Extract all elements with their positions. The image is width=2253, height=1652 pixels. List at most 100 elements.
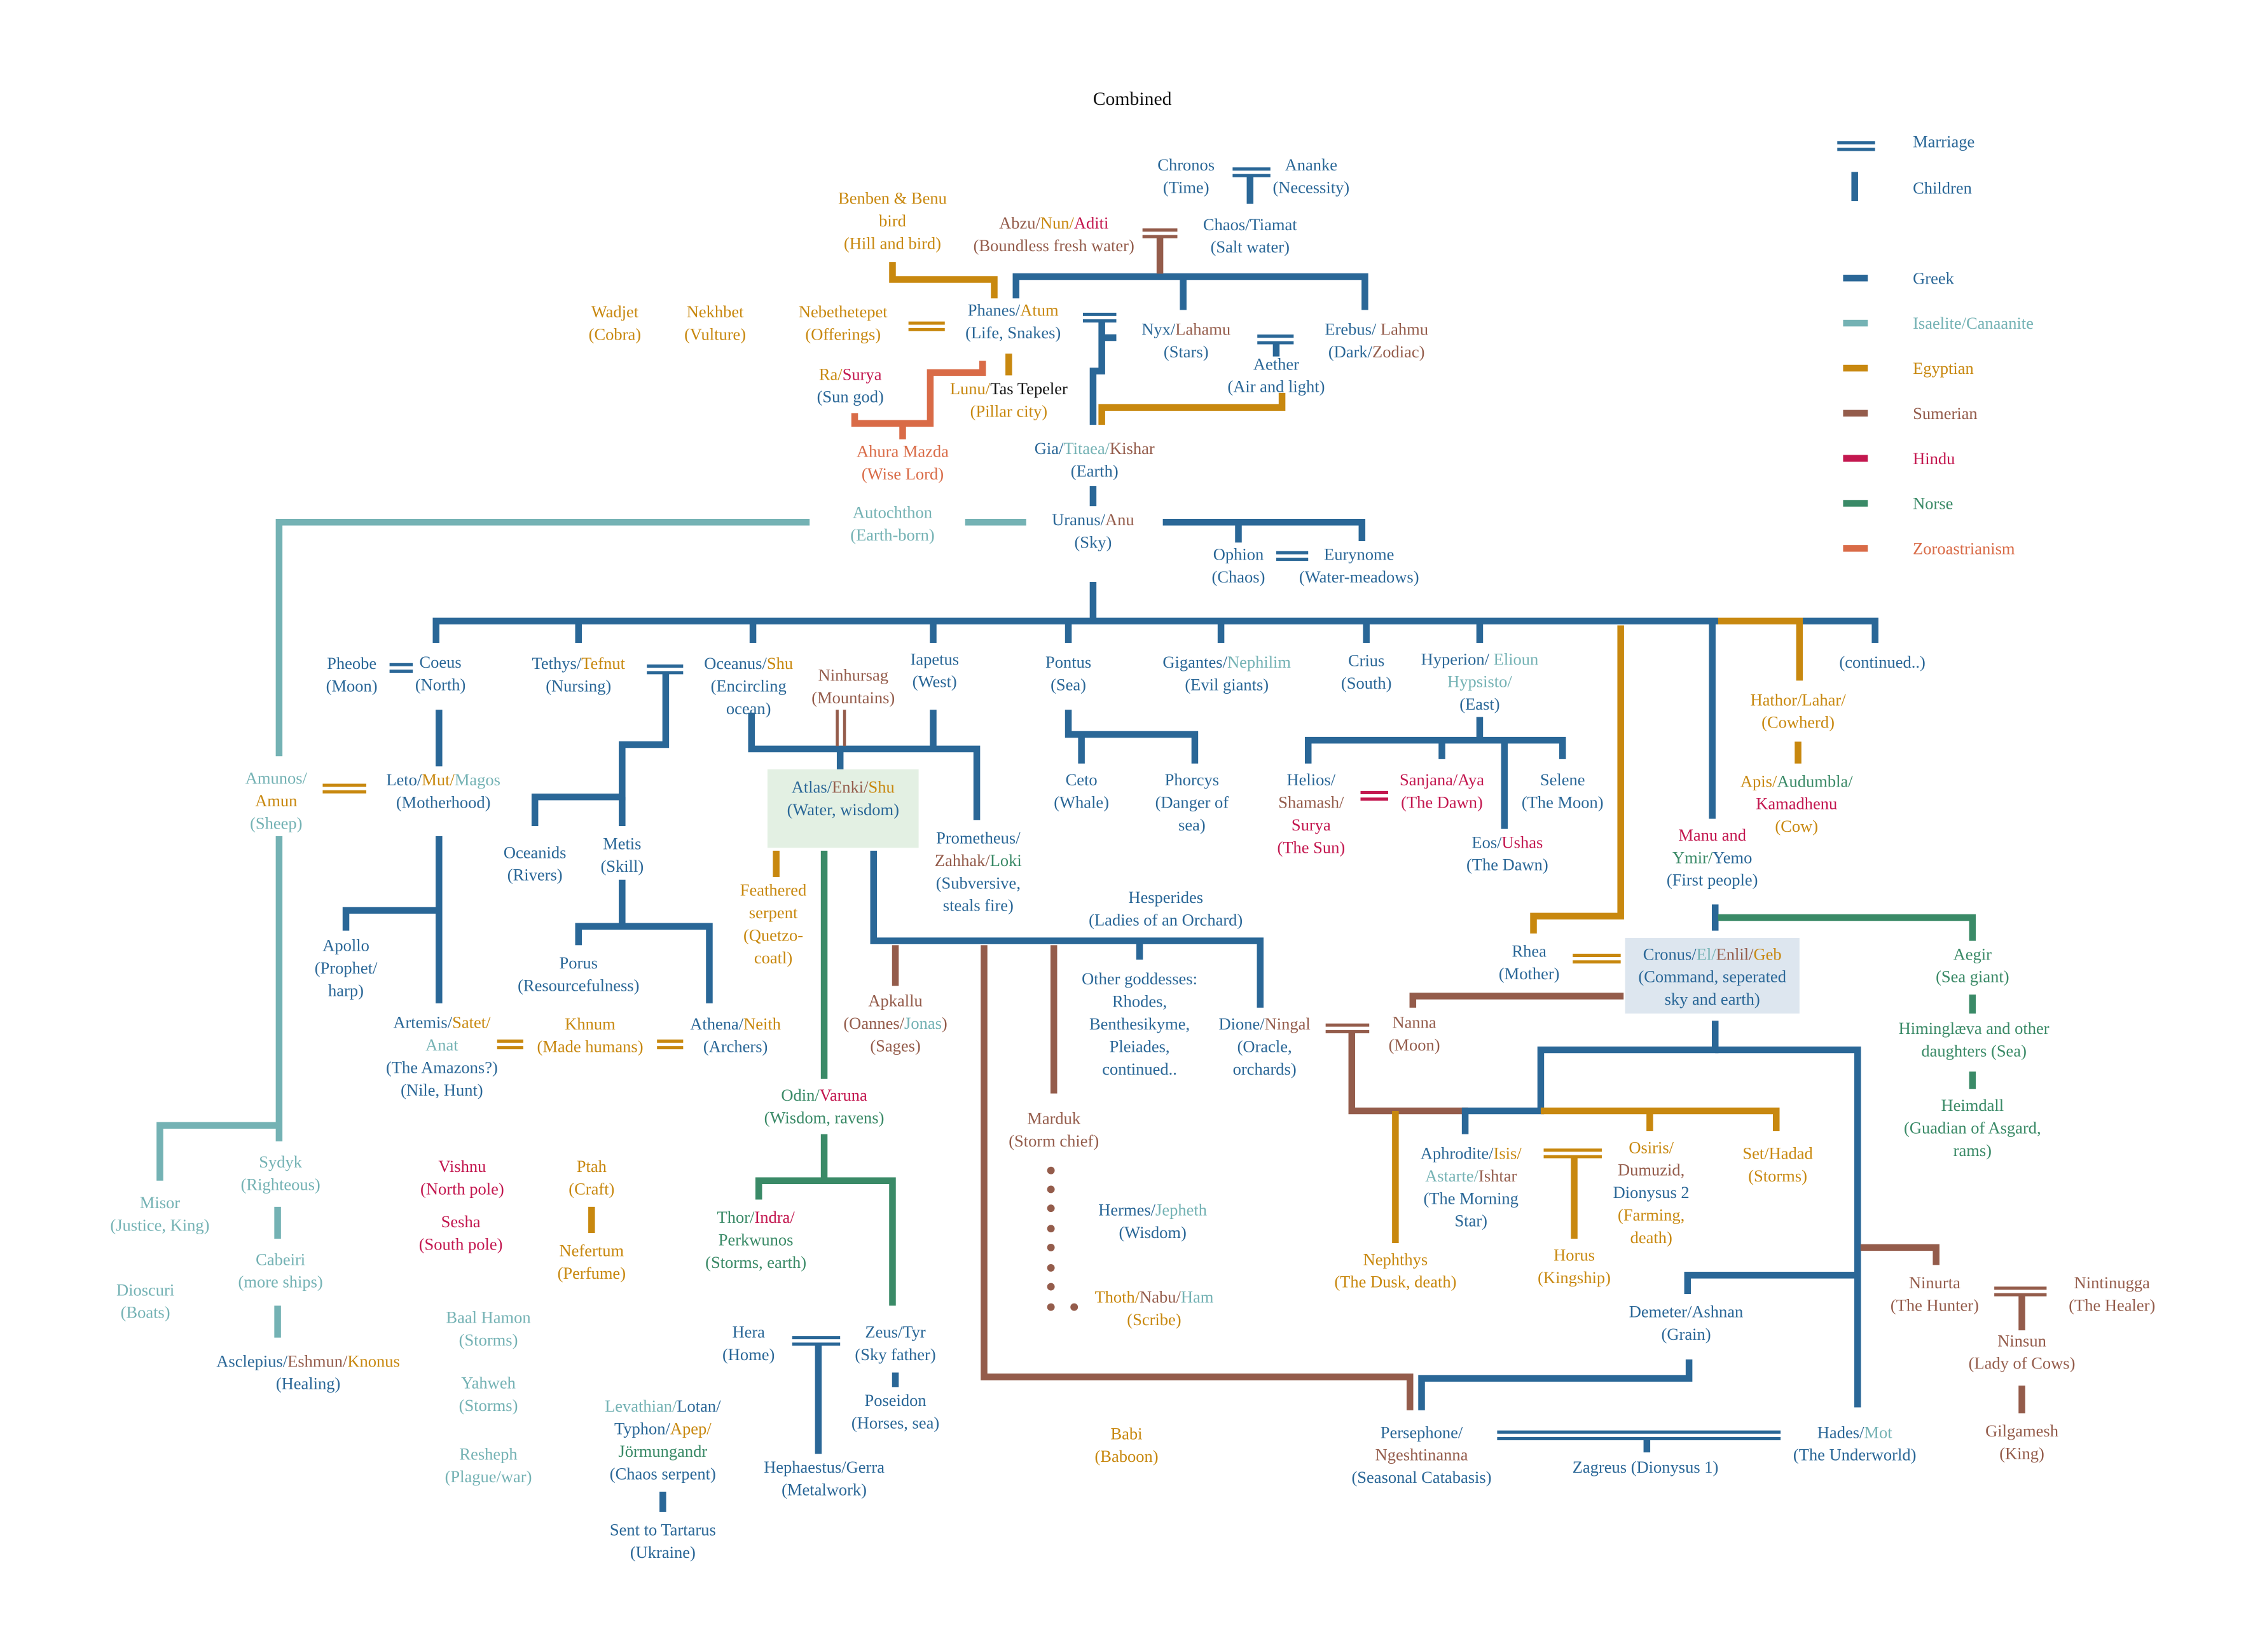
node-label-line: Apis/Audumbla/: [1740, 771, 1853, 790]
name-segment: (Rivers): [507, 865, 563, 885]
node-label-line: Atlas/Enki/Shu: [792, 777, 895, 796]
node-label-line: Hathor/Lahar/: [1750, 690, 1846, 709]
node-label-line: Feathered: [740, 881, 806, 900]
descent-line: [1012, 273, 1368, 310]
name-segment: Varuna: [820, 1085, 867, 1105]
connectors: [156, 167, 2047, 1512]
node-apollo: Apollo(Prophet/harp): [315, 936, 378, 1000]
name-segment: Abzu/: [999, 214, 1040, 233]
name-segment: Ophion: [1213, 545, 1264, 564]
name-segment: Ahura Mazda: [857, 441, 949, 460]
node-label-line: Sent to Tartarus: [610, 1520, 716, 1539]
node-label-line: Ptah: [577, 1157, 607, 1176]
name-segment: Ushas: [1502, 832, 1543, 851]
node-nekhbet: Nekhbet(Vulture): [684, 302, 746, 343]
name-segment: Isis/: [1494, 1143, 1522, 1162]
descent-line: [1860, 1244, 1940, 1265]
node-label-line: (The Moon): [1522, 792, 1604, 811]
name-segment: (Encircling: [711, 677, 787, 696]
name-segment: (Guadian of Asgard,: [1904, 1118, 2041, 1137]
lineage-dot: [1047, 1283, 1055, 1291]
node-label-line: Cronus/El/Enlil/Geb: [1643, 944, 1782, 963]
node-label-line: (Nile, Hunt): [401, 1080, 483, 1099]
name-segment: Coeus: [419, 652, 461, 671]
name-segment: Odin/: [781, 1085, 820, 1105]
name-segment: harp): [328, 981, 364, 1000]
node-label-line: orchards): [1233, 1059, 1297, 1078]
name-segment: Resheph: [459, 1445, 517, 1464]
node-label-line: (Quetzo-: [743, 926, 803, 945]
name-segment: Rhea: [1512, 942, 1547, 961]
node-label-line: sea): [1178, 815, 1206, 834]
node-label-line: Set/Hadad: [1742, 1143, 1812, 1162]
node-label-line: (The Morning: [1424, 1188, 1519, 1208]
name-segment: (The Dawn): [1401, 792, 1483, 811]
name-segment: Nephthys: [1363, 1249, 1428, 1269]
name-segment: (First people): [1667, 871, 1758, 890]
legend: MarriageChildrenGreekIsaelite/CanaaniteE…: [1837, 132, 2034, 558]
name-segment: Phanes/: [968, 301, 1021, 320]
node-label-line: (First people): [1667, 871, 1758, 890]
node-chronos: Chronos(Time): [1157, 155, 1215, 196]
name-segment: (The Morning: [1424, 1188, 1519, 1208]
name-segment: (Resourcefulness): [518, 975, 639, 995]
name-segment: Shu: [767, 654, 793, 673]
name-segment: Aditi: [1074, 214, 1108, 233]
node-helios: Helios/Shamash/Surya(The Sun): [1277, 770, 1345, 857]
node-dione: Dione/Ningal(Oracle,orchards): [1219, 1014, 1311, 1078]
descent-line: [1540, 1107, 1780, 1132]
node-poseidon: Poseidon (Horses, sea): [851, 1391, 939, 1432]
node-label-line: Surya: [1292, 815, 1331, 834]
name-segment: Eos/: [1471, 832, 1502, 851]
node-label-line: Baal Hamon: [446, 1308, 530, 1327]
name-segment: Ptah: [577, 1157, 607, 1176]
name-segment: (The Hunter): [1891, 1295, 1979, 1314]
node-label-line: Manu and: [1678, 825, 1746, 844]
name-segment: Lotan/: [677, 1396, 721, 1415]
lineage-dot: [1047, 1204, 1055, 1213]
name-segment: Pontus: [1045, 652, 1091, 671]
name-segment: (East): [1459, 694, 1499, 713]
node-label-line: (The Underworld): [1793, 1445, 1917, 1464]
node-label-line: (Craft): [568, 1179, 614, 1198]
name-segment: (Skill): [600, 857, 644, 876]
node-label-line: Aphrodite/Isis/: [1421, 1143, 1522, 1162]
lineage-dot: [1047, 1243, 1055, 1251]
descent-line: [432, 617, 1878, 643]
node-babi: Babi(Baboon): [1094, 1424, 1158, 1466]
node-label-line: (The Dusk, death): [1334, 1272, 1456, 1291]
name-segment: (North): [415, 675, 465, 694]
node-othergoddesses: Other goddesses:Rhodes,Benthesikyme,Plei…: [1082, 969, 1197, 1078]
node-label-line: Hyperion/ Elioun: [1421, 649, 1539, 668]
name-segment: Apep/: [670, 1419, 712, 1438]
name-segment: (Sun god): [817, 387, 884, 406]
node-horus: Horus(Kingship): [1538, 1245, 1611, 1286]
name-segment: Nintinugga: [2074, 1273, 2150, 1292]
name-segment: (Moon): [1389, 1035, 1440, 1054]
name-segment: Knonus: [347, 1351, 399, 1370]
node-label-line: (Chaos): [1212, 567, 1265, 586]
name-segment: (Archers): [703, 1036, 768, 1056]
highlight-box-cronus: [1625, 938, 1800, 1014]
node-label-line: (Water-meadows): [1299, 567, 1419, 586]
name-segment: Dionysus 2: [1613, 1183, 1690, 1202]
name-segment: (The Dawn): [1466, 855, 1548, 874]
name-segment: (Perfume): [558, 1263, 626, 1283]
node-baal: Baal Hamon(Storms): [446, 1308, 530, 1349]
node-label-line: Nyx/Lahamu: [1141, 319, 1230, 338]
name-segment: Poseidon: [864, 1391, 926, 1410]
node-label-line: Amun: [255, 791, 297, 810]
name-segment: (Lady of Cows): [1969, 1354, 2076, 1373]
descent-line: [870, 850, 1264, 1008]
name-segment: (Moon): [326, 677, 378, 696]
node-label-line: Tethys/Tefnut: [532, 654, 626, 673]
name-segment: (Horses, sea): [851, 1413, 939, 1432]
name-segment: Other goddesses:: [1082, 969, 1197, 988]
descent-line: [748, 712, 981, 820]
node-aphrodite: Aphrodite/Isis/Astarte/Ishtar(The Mornin…: [1421, 1143, 1522, 1230]
node-label-line: (Sea giant): [1936, 967, 2009, 986]
node-label-line: (Oracle,: [1237, 1036, 1292, 1056]
node-label-line: Lunu/Tas Tepeler: [950, 379, 1068, 398]
node-label-line: (Horses, sea): [851, 1413, 939, 1432]
